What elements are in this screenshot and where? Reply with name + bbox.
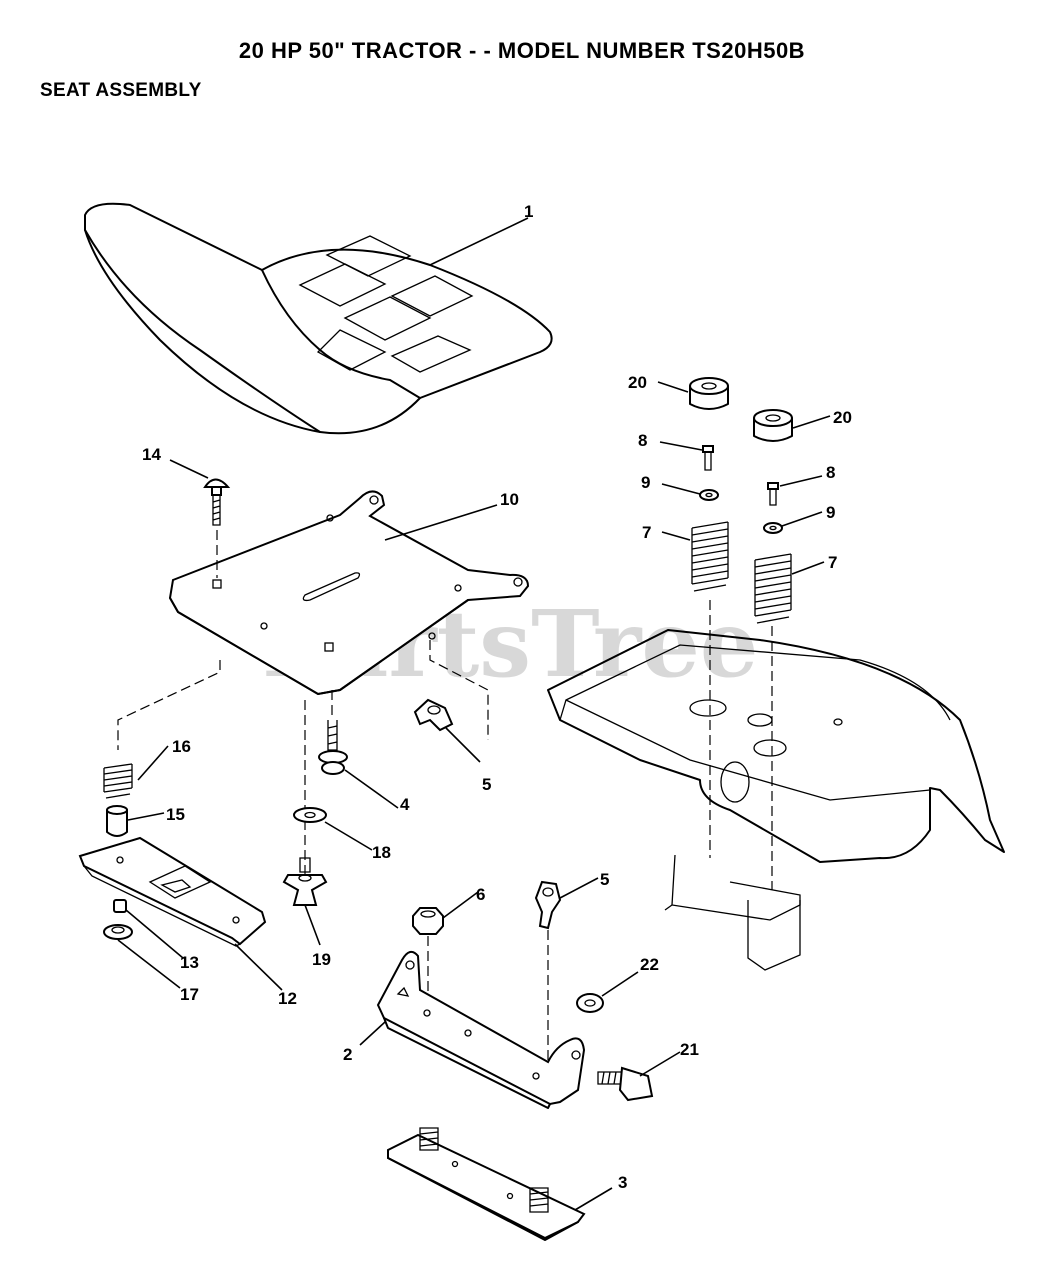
part-small-spacer bbox=[113, 899, 127, 913]
part-bracket-plate bbox=[78, 836, 267, 947]
callout-9b: 9 bbox=[826, 503, 835, 522]
callout-9a: 9 bbox=[641, 473, 650, 492]
callout-18: 18 bbox=[372, 843, 391, 862]
callout-7b: 7 bbox=[828, 553, 837, 572]
part-cushion-right bbox=[753, 409, 793, 442]
part-spring-small bbox=[103, 763, 133, 799]
part-clip-upper bbox=[413, 698, 454, 732]
callout-21: 21 bbox=[680, 1040, 699, 1059]
part-clip-lower bbox=[534, 880, 562, 930]
callout-10: 10 bbox=[500, 490, 519, 509]
callout-6: 6 bbox=[476, 885, 485, 904]
part-stud-plate bbox=[387, 1127, 586, 1241]
callout-8a: 8 bbox=[638, 431, 647, 450]
callout-4: 4 bbox=[400, 795, 410, 814]
part-seat bbox=[84, 202, 553, 435]
callout-13: 13 bbox=[180, 953, 199, 972]
callout-5b: 5 bbox=[600, 870, 609, 889]
callout-5a: 5 bbox=[482, 775, 491, 794]
part-washer-18 bbox=[293, 807, 327, 823]
callout-12: 12 bbox=[278, 989, 297, 1008]
part-hex-nut bbox=[576, 993, 604, 1013]
part-seat-pan bbox=[168, 490, 530, 696]
callout-15: 15 bbox=[166, 805, 185, 824]
part-washer-right bbox=[763, 522, 783, 534]
callout-22: 22 bbox=[640, 955, 659, 974]
part-flange-nut bbox=[103, 924, 133, 940]
page-title: 20 HP 50" TRACTOR - - MODEL NUMBER TS20H… bbox=[238, 38, 806, 63]
part-shoulder-bolt bbox=[318, 720, 348, 775]
part-spring-right bbox=[754, 553, 792, 624]
part-spring-left bbox=[691, 521, 729, 592]
part-pin-left bbox=[702, 445, 714, 471]
part-spacer bbox=[106, 805, 128, 837]
callout-7a: 7 bbox=[642, 523, 651, 542]
part-bolt-21 bbox=[597, 1066, 654, 1102]
section-title: SEAT ASSEMBLY bbox=[40, 80, 202, 101]
callout-3: 3 bbox=[618, 1173, 627, 1192]
part-washer-left bbox=[699, 489, 719, 501]
callout-2: 2 bbox=[343, 1045, 352, 1064]
callout-16: 16 bbox=[172, 737, 191, 756]
part-lock-nut bbox=[412, 907, 444, 935]
part-fender-frame bbox=[547, 629, 1005, 971]
callout-14: 14 bbox=[142, 445, 161, 464]
part-knob bbox=[282, 857, 328, 906]
part-carriage-bolt bbox=[203, 478, 231, 526]
callout-8b: 8 bbox=[826, 463, 835, 482]
part-pin-right bbox=[767, 482, 779, 506]
callout-20a: 20 bbox=[628, 373, 647, 392]
callout-20b: 20 bbox=[833, 408, 852, 427]
part-cushion-left bbox=[689, 377, 729, 410]
part-seat-bracket bbox=[376, 950, 586, 1109]
callout-17: 17 bbox=[180, 985, 199, 1004]
callout-19: 19 bbox=[312, 950, 331, 969]
callout-1: 1 bbox=[524, 202, 533, 221]
